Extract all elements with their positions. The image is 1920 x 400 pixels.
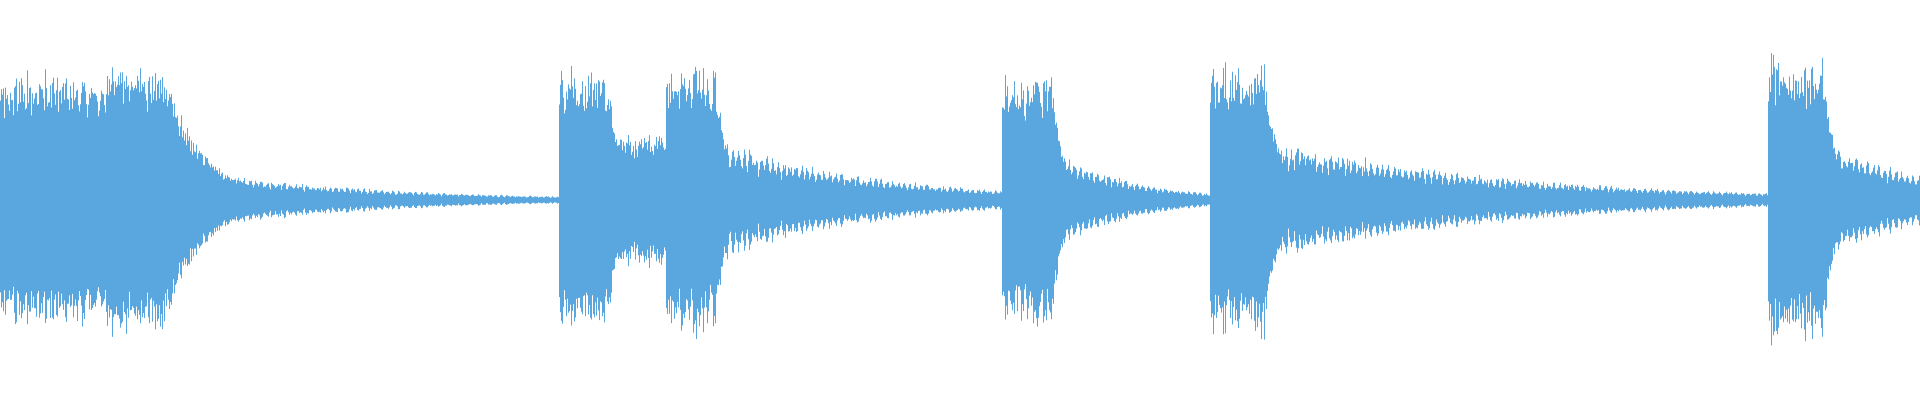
waveform-view [0,53,1920,346]
audio-waveform [0,53,1920,346]
